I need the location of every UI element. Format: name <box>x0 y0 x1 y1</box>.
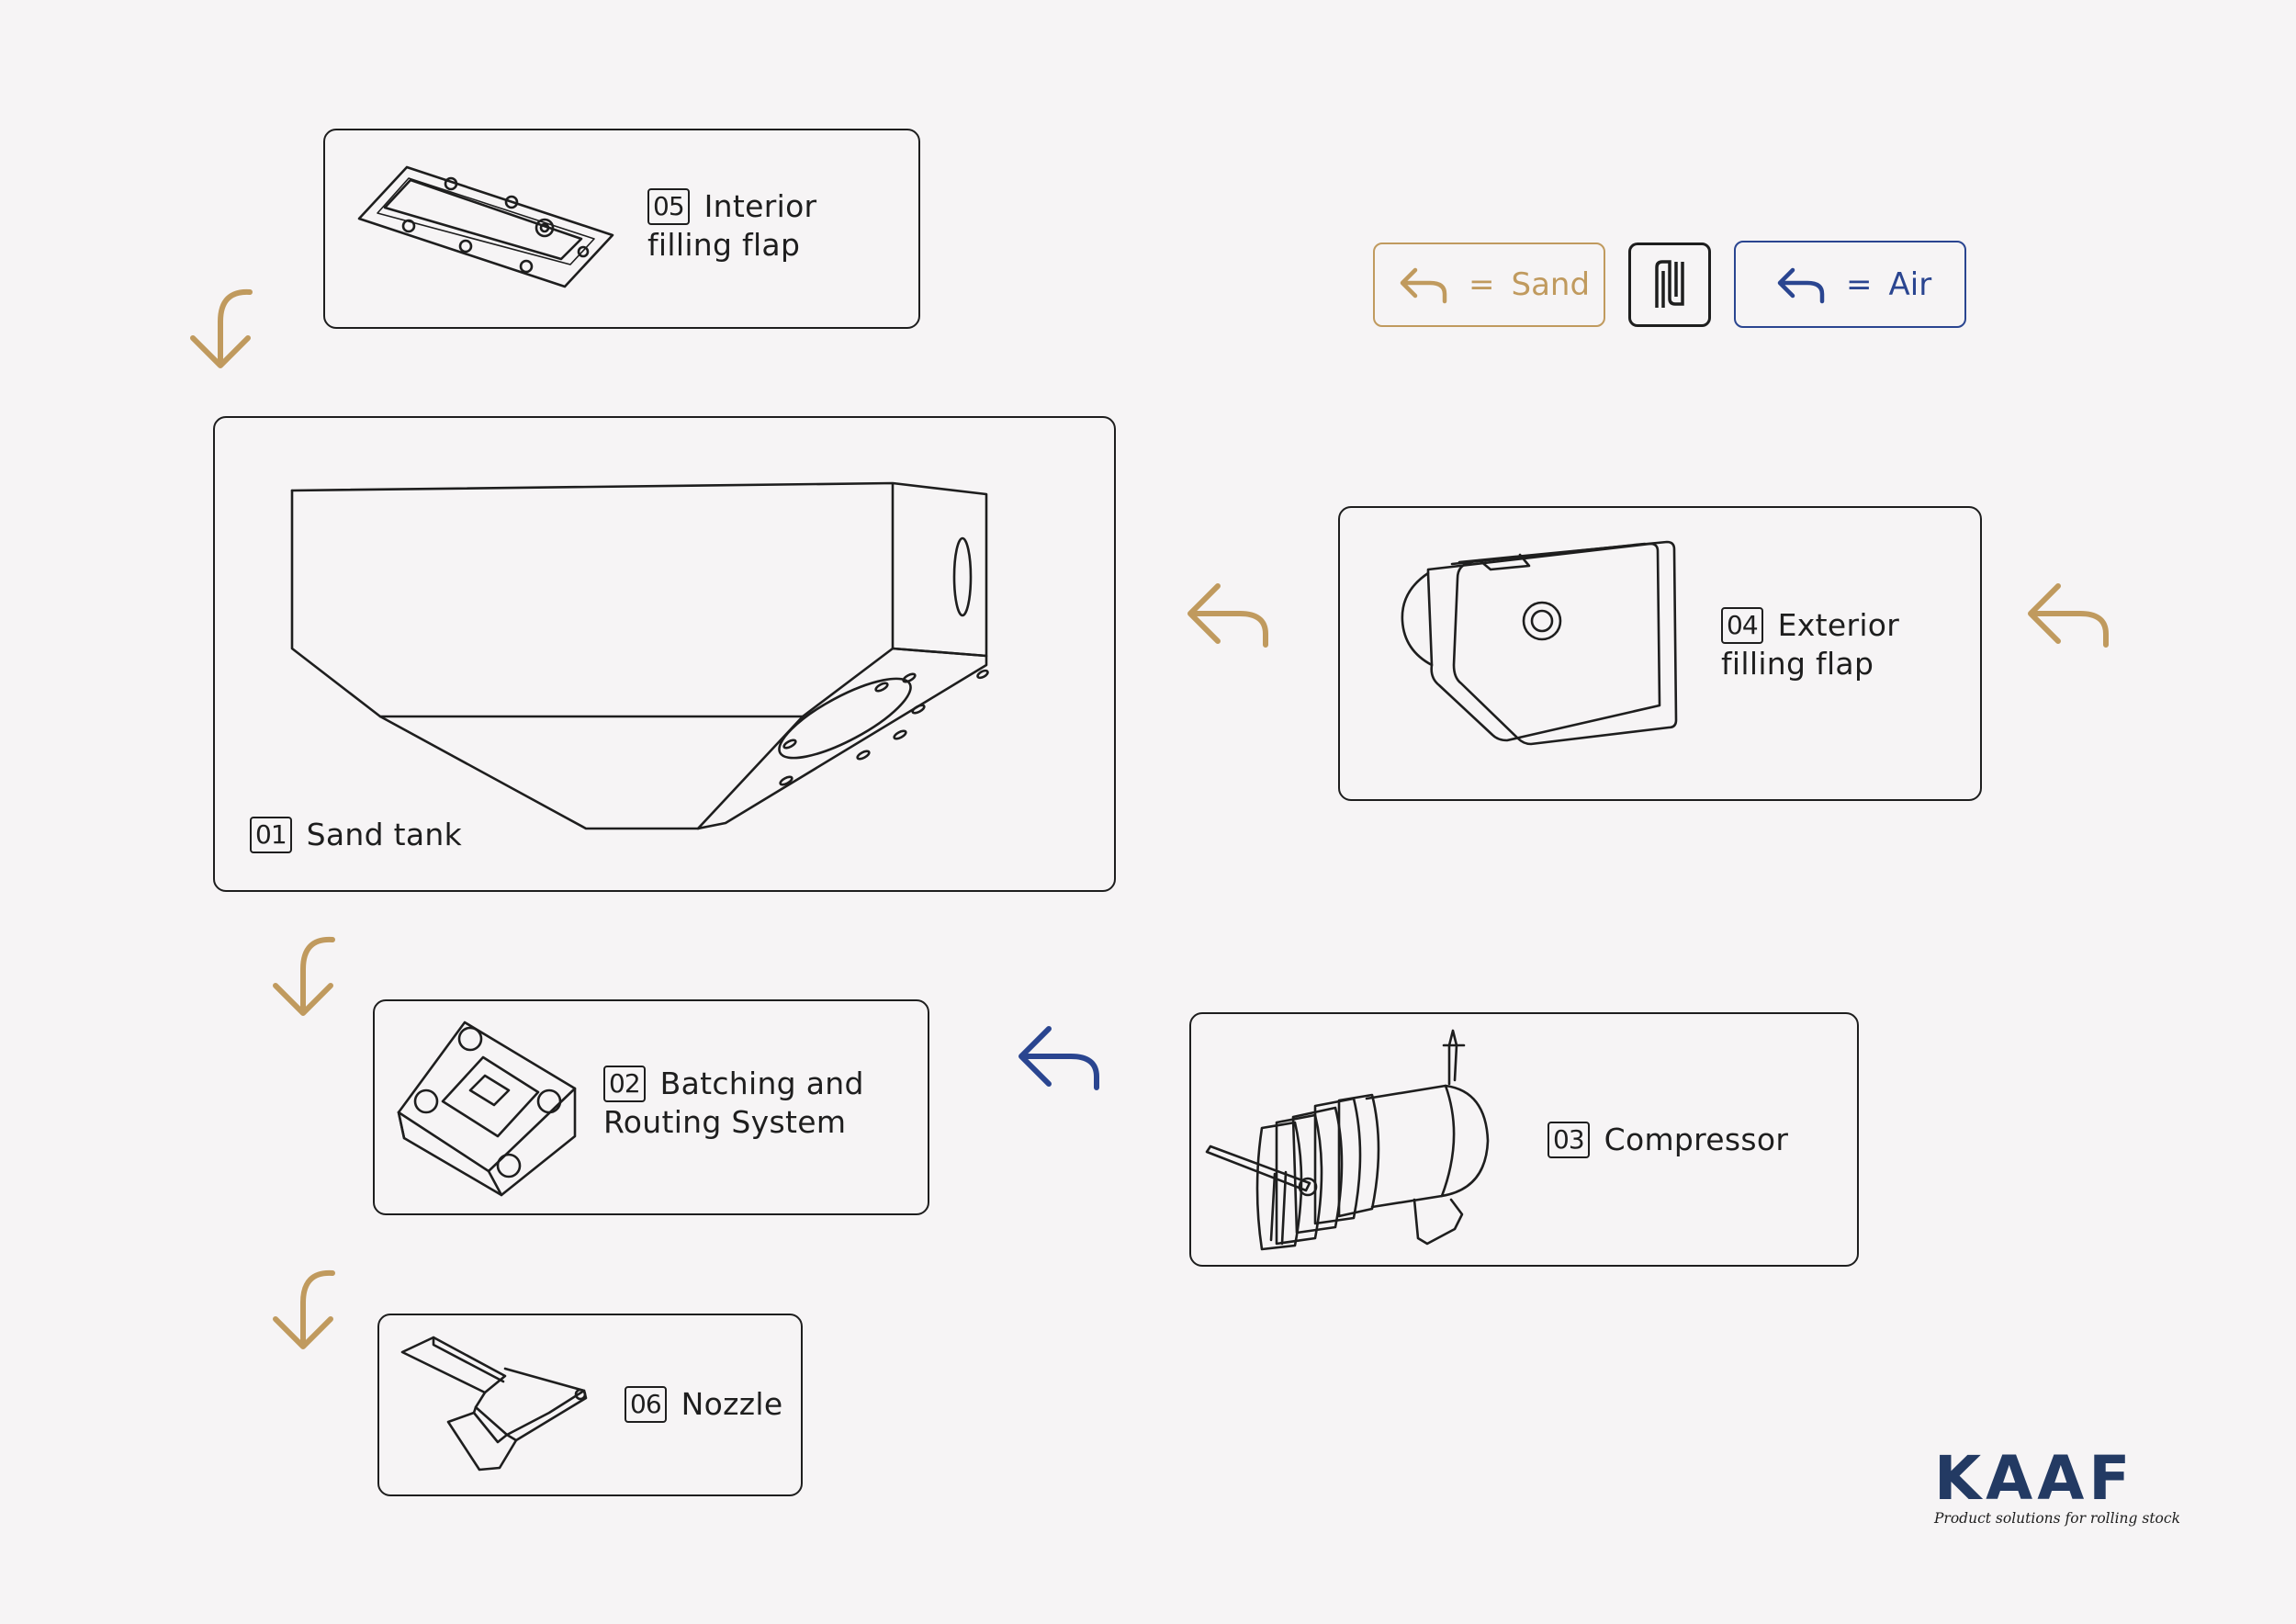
sand-tank-label: 01 Sand tank <box>250 816 462 854</box>
component-title: Batching and <box>659 1066 864 1101</box>
batching-routing-icon <box>397 1021 577 1197</box>
flow-arrow-batching-to-nozzle <box>273 1269 335 1349</box>
component-title: Nozzle <box>681 1386 783 1422</box>
component-subtitle: Routing System <box>603 1104 847 1140</box>
component-title: Exterior <box>1777 607 1900 643</box>
legend-air: = Air <box>1734 241 1966 328</box>
component-number: 02 <box>603 1066 646 1102</box>
legend-air-equals: = <box>1846 265 1873 303</box>
compressor-icon <box>1205 1029 1490 1251</box>
component-subtitle: filling flap <box>647 227 801 263</box>
nozzle-card <box>377 1314 803 1496</box>
legend-sand-equals: = <box>1469 266 1495 303</box>
flow-arrow-exterior-to-tank <box>1187 583 1268 648</box>
legend-sand-label: Sand <box>1511 266 1591 303</box>
component-number: 04 <box>1721 607 1763 644</box>
arrow-left-icon <box>1777 267 1825 303</box>
component-number: 05 <box>647 188 690 225</box>
interior-filling-flap-label: 05 Interior filling flap <box>647 187 816 265</box>
arrow-left-icon <box>1400 267 1447 304</box>
component-title: Sand tank <box>306 817 463 852</box>
interior-filling-flap-icon <box>357 165 614 288</box>
component-number: 06 <box>625 1386 667 1423</box>
kaaf-symbol-glyph <box>1655 260 1684 308</box>
flow-arrow-into-exterior-flap <box>2028 583 2109 648</box>
component-title: Interior <box>703 188 817 224</box>
legend-sand: = Sand <box>1373 242 1605 327</box>
interior-filling-flap-card <box>323 129 920 329</box>
component-number: 03 <box>1548 1122 1590 1158</box>
flow-arrow-tank-to-batching <box>273 936 335 1016</box>
kaaf-logo: KAAF Product solutions for rolling stock <box>1934 1443 2180 1528</box>
logo-tagline: Product solutions for rolling stock <box>1934 1510 2180 1527</box>
sand-tank-icon <box>290 481 989 830</box>
flow-arrow-compressor-to-batching <box>1019 1026 1099 1090</box>
batching-routing-label: 02 Batching and Routing System <box>603 1065 864 1142</box>
flow-arrow-interior-to-tank <box>190 288 253 368</box>
legend-air-label: Air <box>1888 265 1932 303</box>
nozzle-label: 06 Nozzle <box>625 1385 782 1424</box>
exterior-filling-flap-label: 04 Exterior filling flap <box>1721 606 1899 683</box>
kaaf-symbol-icon <box>1628 242 1711 327</box>
batching-routing-card <box>373 999 929 1215</box>
component-title: Compressor <box>1604 1122 1789 1157</box>
component-number: 01 <box>250 817 292 853</box>
component-subtitle: filling flap <box>1721 646 1874 682</box>
compressor-card <box>1189 1012 1859 1267</box>
logo-wordmark: KAAF <box>1934 1443 2135 1514</box>
exterior-filling-flap-icon <box>1401 540 1678 746</box>
nozzle-icon <box>400 1336 588 1472</box>
compressor-label: 03 Compressor <box>1548 1121 1788 1159</box>
